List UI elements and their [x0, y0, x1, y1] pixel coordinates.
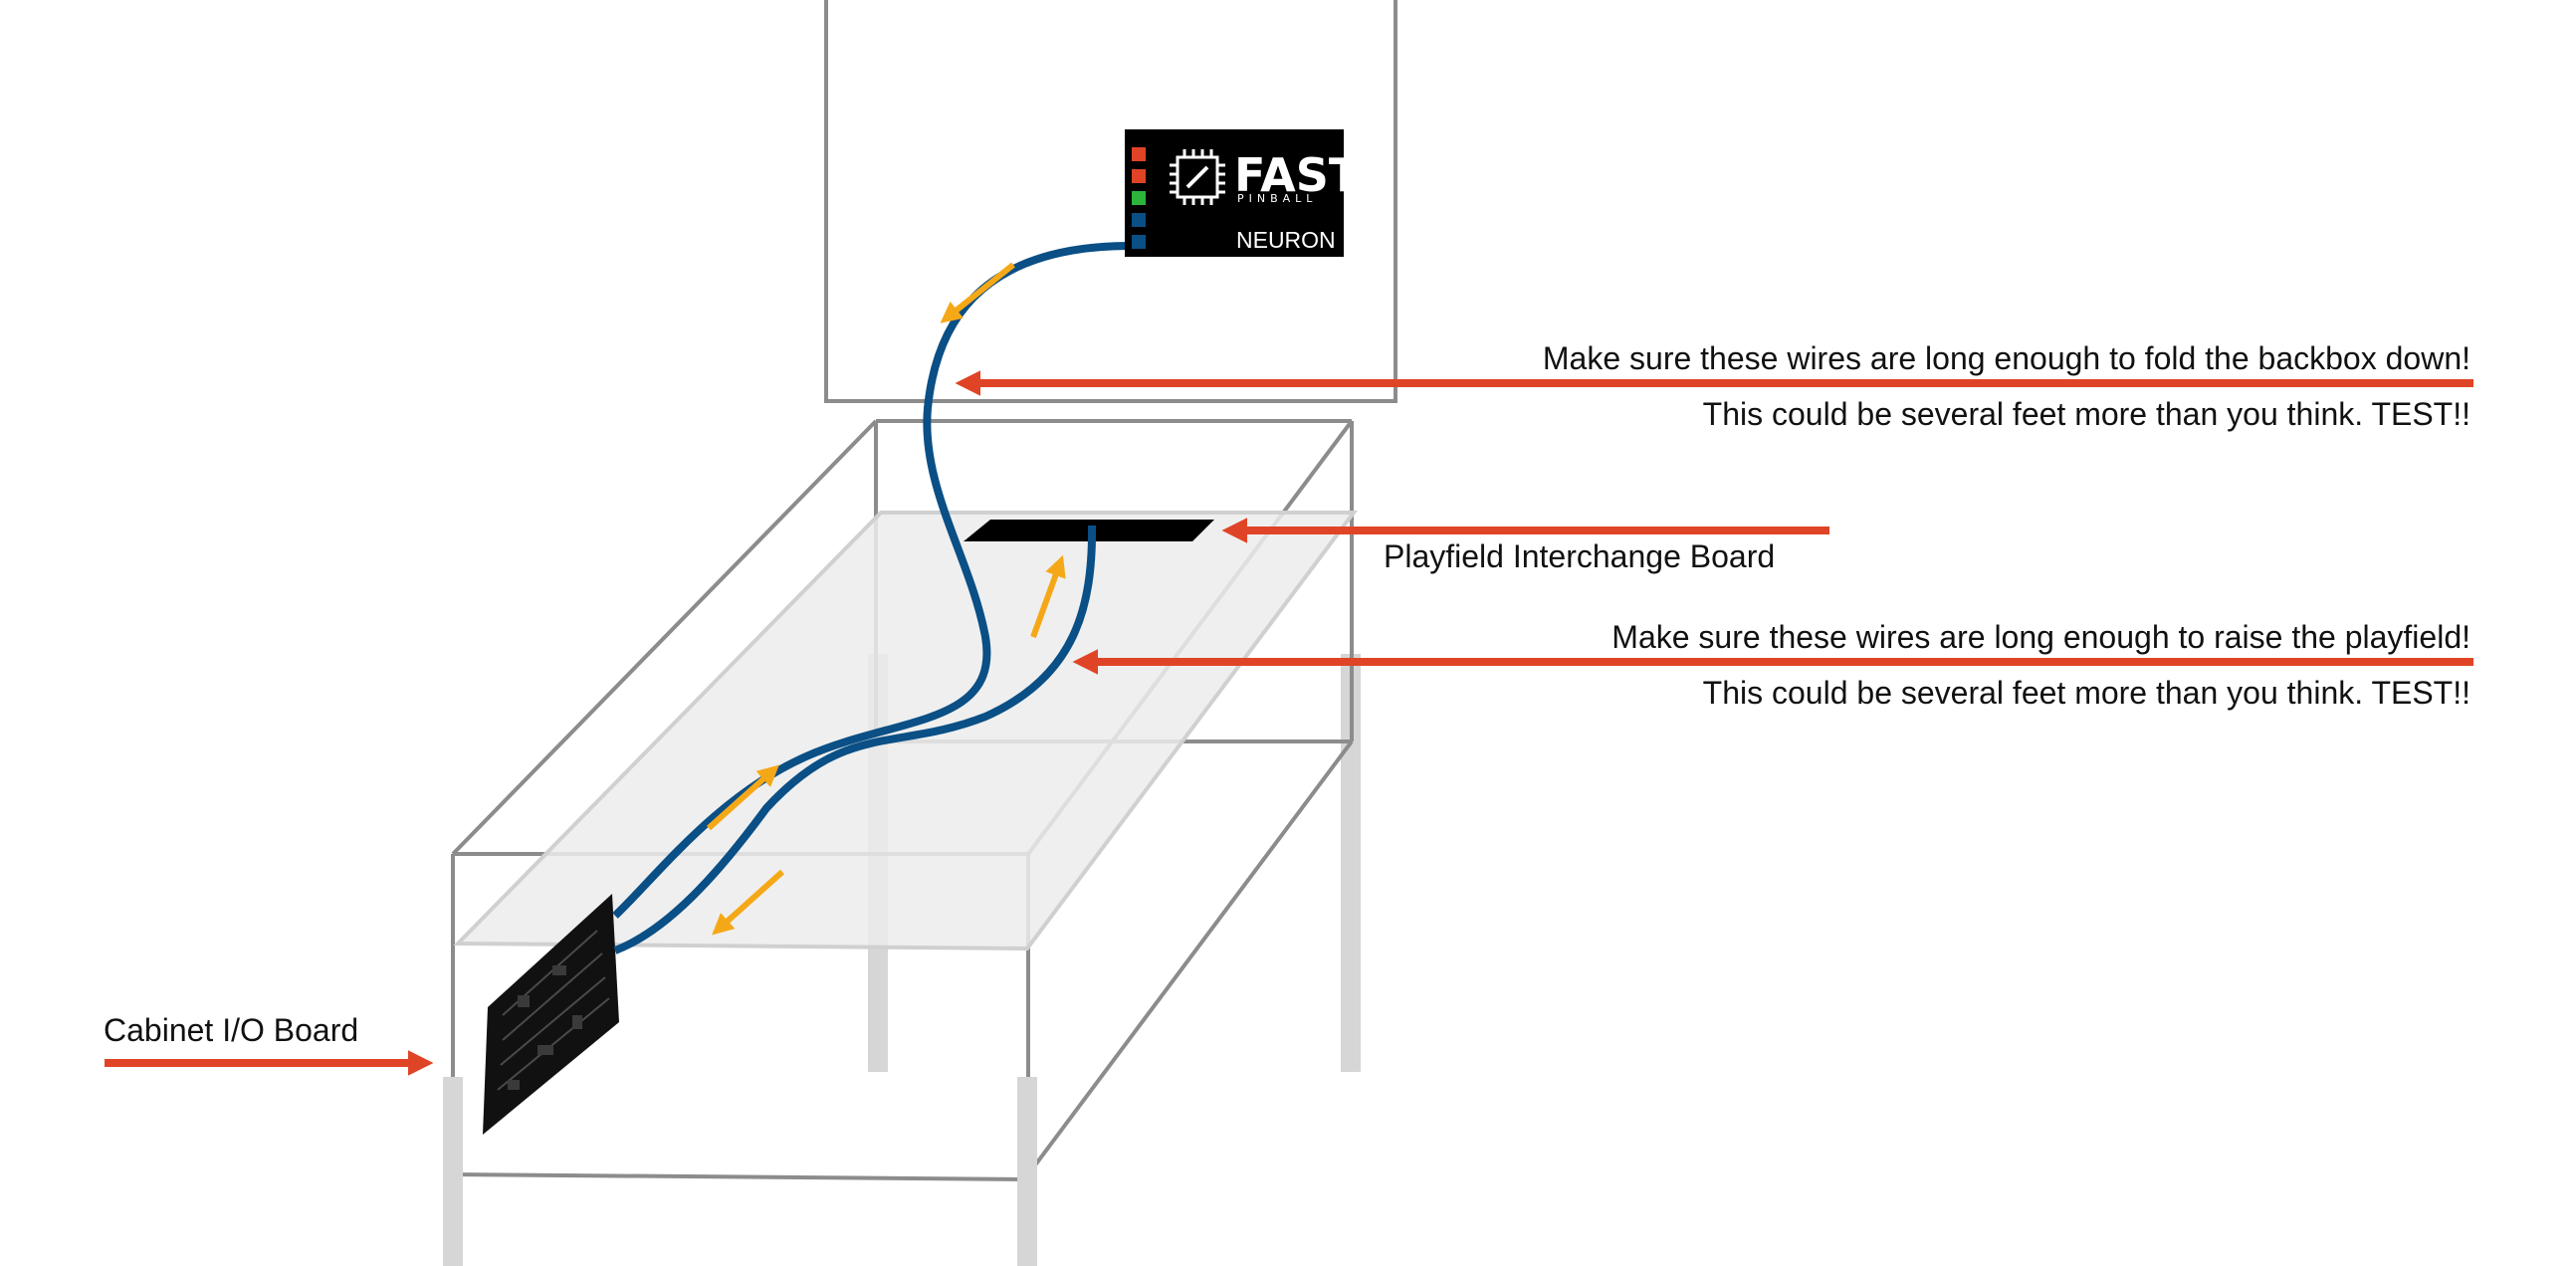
neuron-brand-sub: PINBALL	[1237, 192, 1317, 205]
chip-icon	[1170, 149, 1225, 205]
neuron-board: FAST PINBALL NEURON	[1125, 129, 1361, 257]
neuron-led-blue-1	[1132, 213, 1146, 227]
cable-backbox-to-cabinet	[612, 242, 1129, 919]
playfield-warning-line1: Make sure these wires are long enough to…	[1611, 619, 2470, 655]
backbox-outline	[824, 0, 1397, 403]
cable-playfield-to-cabinet	[613, 525, 1097, 954]
cabinet-leg-front-right	[1017, 1077, 1037, 1266]
neuron-led-red-2	[1132, 169, 1146, 183]
neuron-led-green	[1132, 191, 1146, 205]
cabinet-leg-front-left	[443, 1077, 463, 1266]
neuron-led-red-1	[1132, 147, 1146, 161]
flow-arrow-cabinet-down	[712, 869, 785, 936]
flow-arrow-cabinet-up	[706, 764, 779, 831]
cabinet-io-board	[483, 894, 619, 1135]
neuron-model: NEURON	[1236, 227, 1336, 253]
pointer-arrows	[105, 370, 2473, 1076]
playfield-panel	[453, 511, 1358, 951]
cabinet-leg-back-right	[1341, 654, 1361, 1072]
flow-arrows	[706, 262, 1066, 936]
playfield-board-label: Playfield Interchange Board	[1384, 538, 1775, 574]
flow-arrow-backbox	[940, 262, 1015, 323]
cabinet-board-label: Cabinet I/O Board	[104, 1012, 358, 1048]
backbox-warning-line1: Make sure these wires are long enough to…	[1543, 340, 2470, 376]
flow-arrow-playfield	[1030, 554, 1066, 639]
neuron-led-blue-2	[1132, 235, 1146, 249]
backbox-warning-line2: This could be several feet more than you…	[1703, 396, 2470, 432]
neuron-brand: FAST	[1234, 148, 1361, 202]
playfield-warning-line2: This could be several feet more than you…	[1703, 675, 2470, 711]
